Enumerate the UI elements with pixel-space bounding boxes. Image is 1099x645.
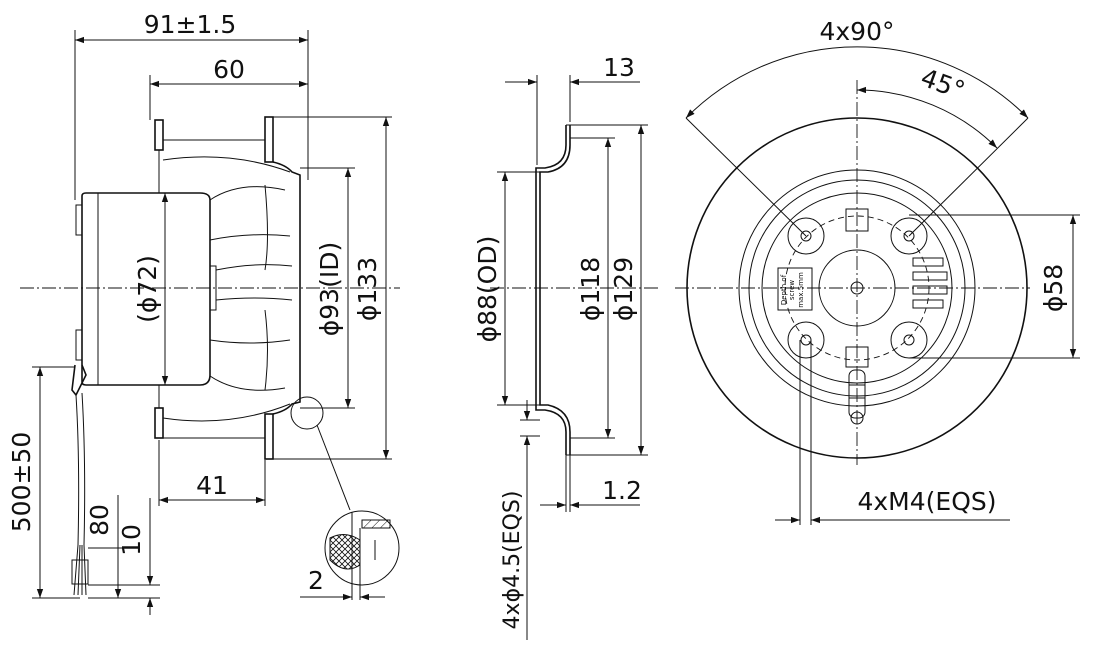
dim-bolt-circle-58: ϕ58	[1039, 264, 1068, 312]
dim-lead-length: 500±50	[7, 432, 36, 532]
dim-thickness-1-2: 1.2	[602, 476, 642, 505]
seal-detail-view: 2	[300, 510, 400, 601]
dim-outer-diameter: ϕ133	[353, 257, 382, 321]
dim-overall-depth: 91±1.5	[144, 10, 237, 39]
dim-od-88: ϕ88(OD)	[473, 236, 502, 343]
label-plate-line3: max.5mm	[797, 272, 805, 308]
dim-hole-4x45: 4xϕ4.5(EQS)	[500, 491, 525, 630]
dim-angle-4x90: 4x90°	[819, 17, 894, 46]
dim-flange-13: 13	[603, 53, 635, 82]
dim-angle-45: 45°	[917, 63, 969, 105]
dim-hub-offset: 41	[196, 471, 228, 500]
dim-inlet-depth: 60	[213, 55, 245, 84]
flange-profile-view: 13 ϕ88(OD) ϕ118 ϕ129 4xϕ4.5(EQS) 1.2	[473, 53, 660, 640]
dim-d129: ϕ129	[609, 257, 638, 321]
front-view: Depth of screw max.5mm 4x90° 45° ϕ58 4xM…	[675, 17, 1080, 525]
dim-thread-4xm4: 4xM4(EQS)	[857, 487, 996, 516]
dim-inner-diameter: ϕ93(ID)	[315, 242, 344, 336]
dim-d118: ϕ118	[576, 257, 605, 321]
label-plate-line2: screw	[788, 280, 796, 301]
dim-strip-80: 80	[85, 504, 114, 536]
dim-motor-diameter: (ϕ72)	[133, 255, 162, 323]
dim-strip-10: 10	[117, 524, 146, 556]
side-view: 91±1.5 60 (ϕ72) ϕ93(ID) ϕ133 41 500±50 8	[7, 10, 400, 615]
label-plate-line1: Depth of	[780, 274, 788, 305]
dim-detail-2: 2	[308, 566, 324, 595]
